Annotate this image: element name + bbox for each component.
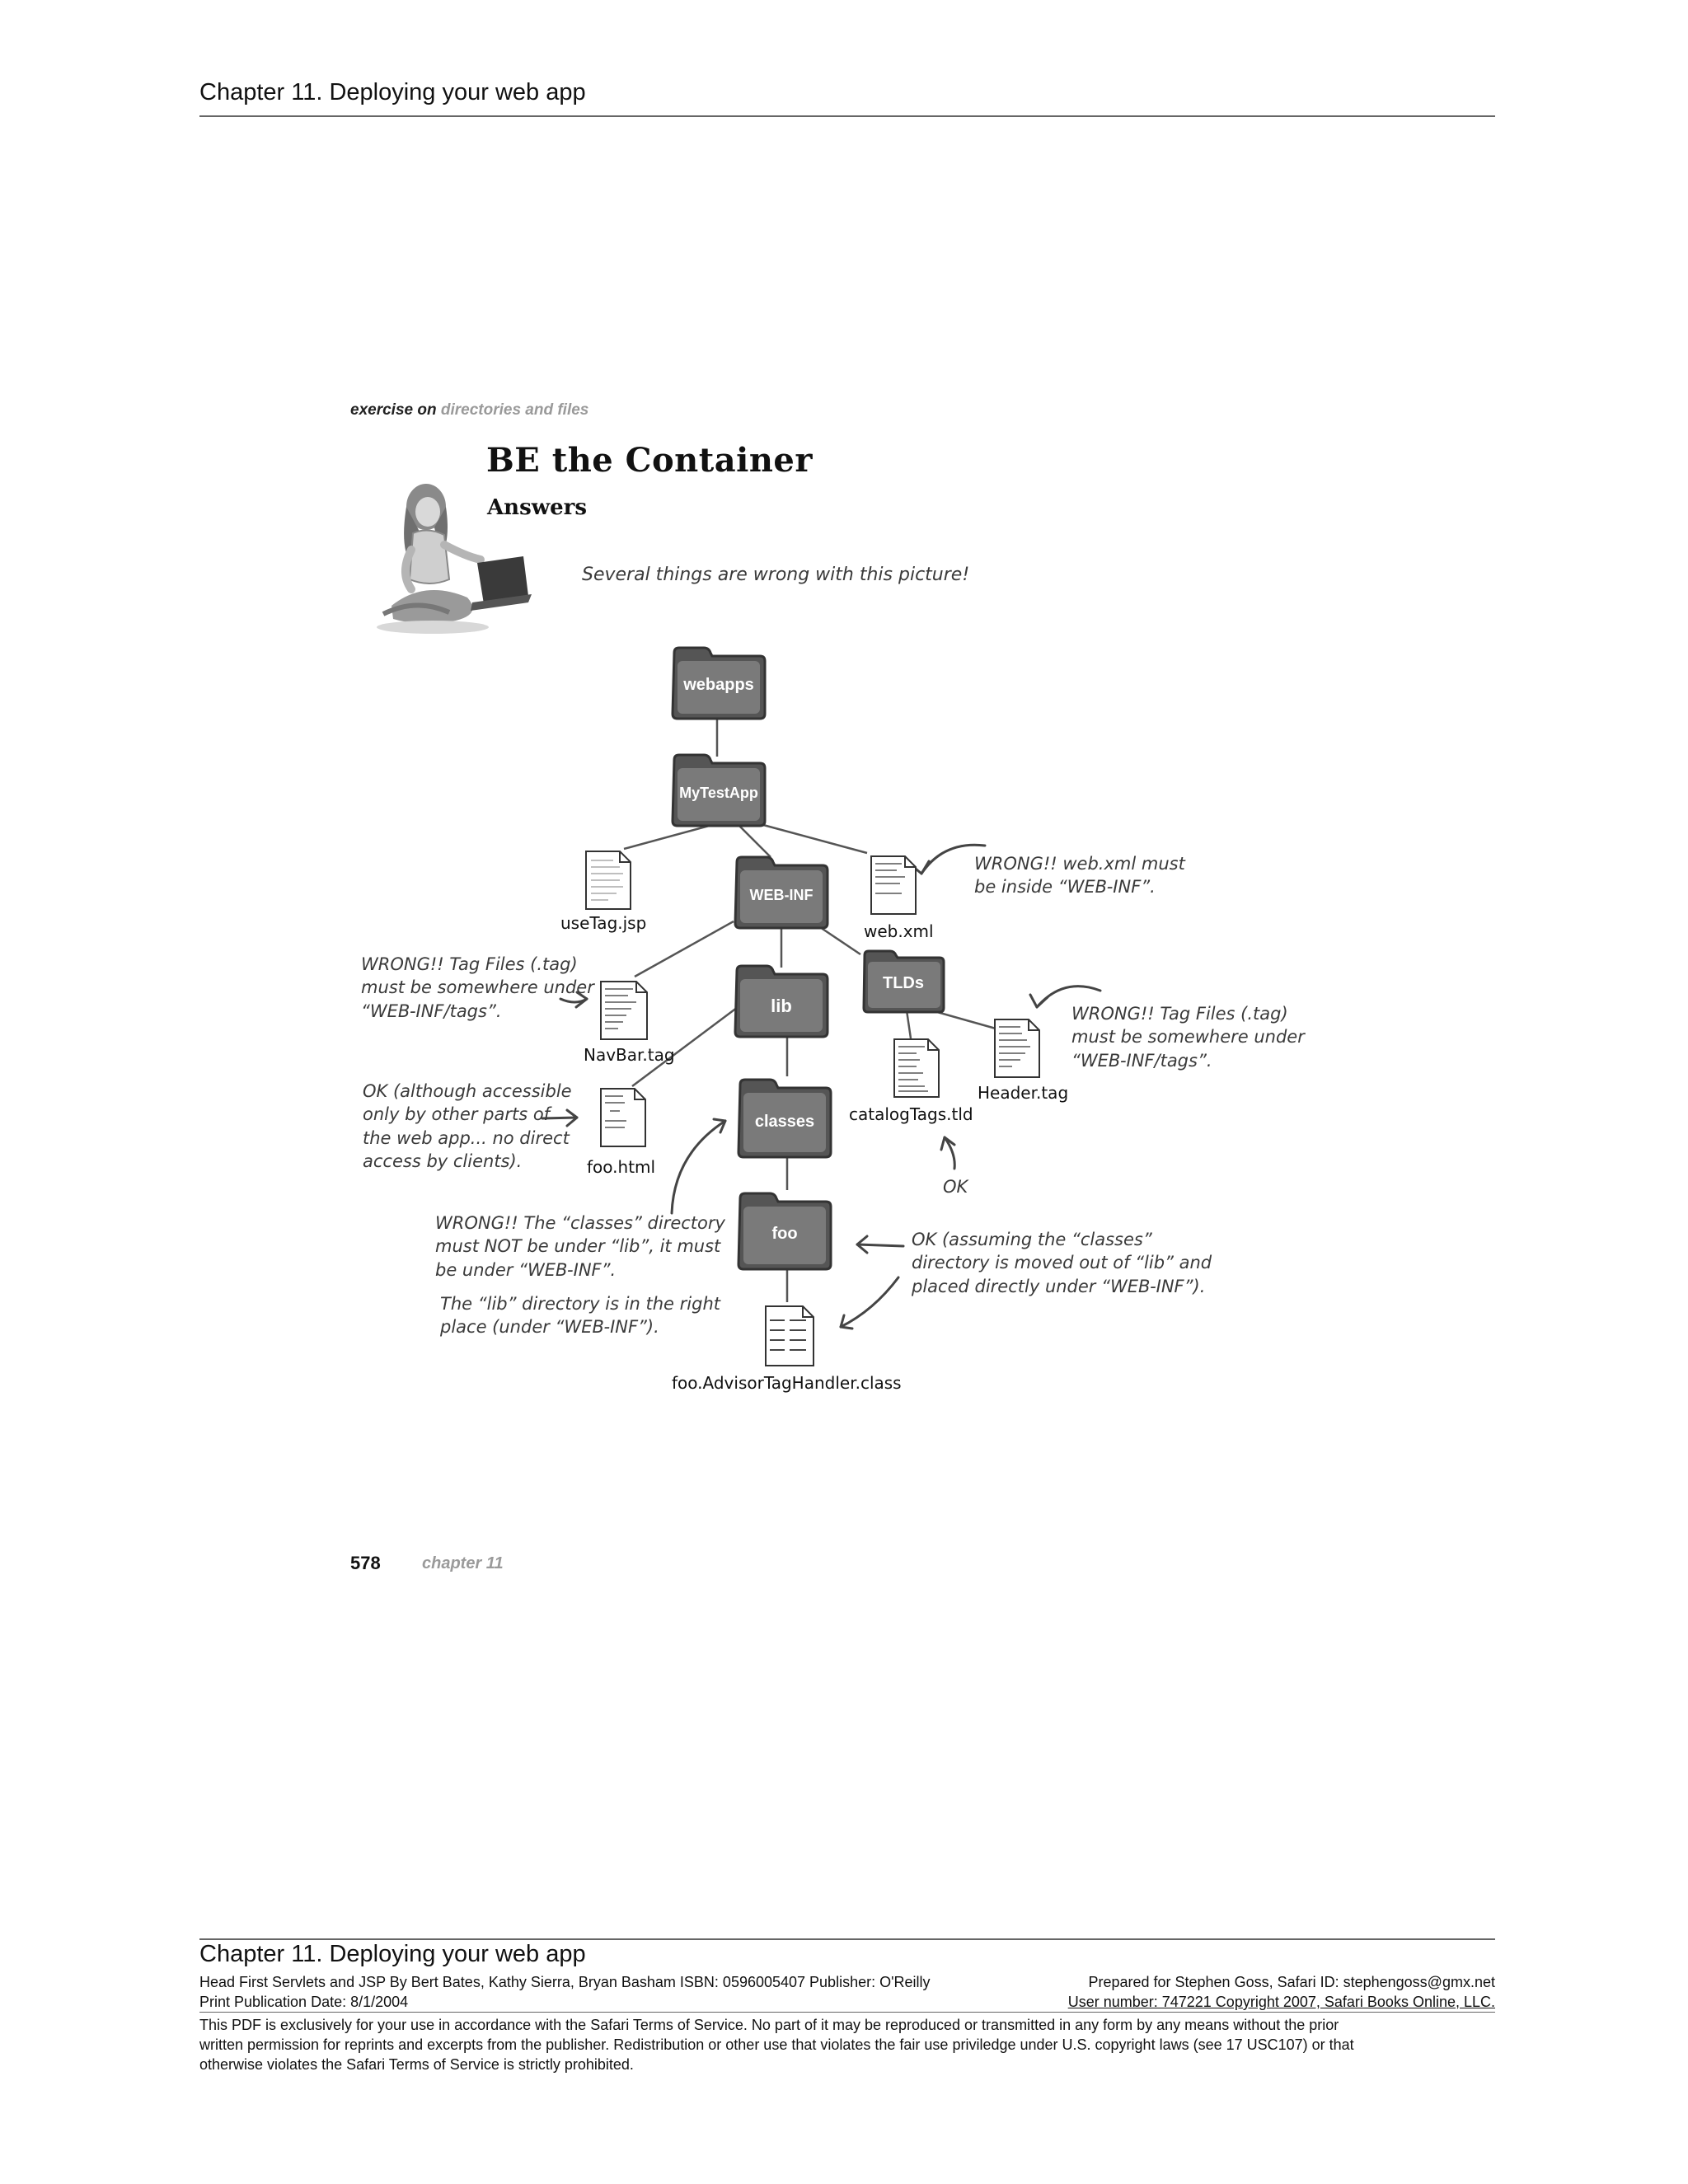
annotation-line: The “lib” directory is in the right — [440, 1292, 720, 1315]
footer-top-rule — [199, 1938, 1495, 1940]
connector-webinf-navbar — [635, 921, 734, 977]
file-label-catalog: catalogTags.tld — [849, 1104, 973, 1124]
annotation-catalog-ok: OK — [943, 1175, 968, 1198]
file-classfile — [763, 1304, 816, 1368]
annotation-line: WRONG!! The “classes” directory — [435, 1212, 725, 1235]
annotation-line: “WEB-INF/tags”. — [1071, 1049, 1305, 1072]
annotation-header-wrong: WRONG!! Tag Files (.tag) must be somewhe… — [1071, 1002, 1305, 1072]
file-header — [992, 1017, 1042, 1080]
annotation-line: must be somewhere under — [1071, 1025, 1305, 1048]
annotation-line: OK (although accessible — [363, 1080, 572, 1103]
annotation-webxml-wrong: WRONG!! web.xml must be inside “WEB-INF”… — [974, 852, 1185, 899]
folder-label: foo — [735, 1225, 834, 1244]
file-navbar — [598, 979, 649, 1042]
document-icon — [892, 1037, 941, 1099]
folder-label: WEB-INF — [732, 887, 831, 904]
annotation-line: must NOT be under “lib”, it must — [435, 1235, 725, 1258]
annotation-navbar-wrong: WRONG!! Tag Files (.tag) must be somewhe… — [361, 953, 594, 1023]
footer-chapter-title: Chapter 11. Deploying your web app — [199, 1941, 586, 1968]
annotation-line: the web app... no direct — [363, 1127, 572, 1150]
arrow-foo — [857, 1244, 903, 1246]
folder-webapps: webapps — [669, 644, 768, 720]
annotation-line: WRONG!! Tag Files (.tag) — [1071, 1002, 1305, 1025]
file-label-usetag: useTag.jsp — [560, 913, 646, 933]
footer-prepared-for: Prepared for Stephen Goss, Safari ID: st… — [1088, 1974, 1495, 1991]
chapter-reference: chapter 11 — [422, 1554, 504, 1573]
annotation-line: access by clients). — [363, 1150, 572, 1173]
footer-legal-line: otherwise violates the Safari Terms of S… — [199, 2055, 1495, 2074]
document-icon — [584, 849, 633, 912]
binary-file-icon — [763, 1304, 816, 1368]
file-label-navbar: NavBar.tag — [584, 1045, 675, 1065]
footer-legal-line: This PDF is exclusively for your use in … — [199, 2015, 1495, 2035]
annotation-line: WRONG!! Tag Files (.tag) — [361, 953, 594, 976]
document-icon — [992, 1017, 1042, 1080]
annotation-lib-ok: The “lib” directory is in the right plac… — [440, 1292, 720, 1339]
folder-mytestapp: MyTestApp — [669, 752, 768, 827]
arrow-header-head — [1030, 995, 1048, 1007]
annotation-line: “WEB-INF/tags”. — [361, 1000, 594, 1023]
folder-lib: lib — [732, 963, 831, 1038]
connector-tlds-catalog — [907, 1010, 911, 1038]
footer-mid-rule — [199, 2012, 1495, 2013]
connector-mytestapp-webinf — [738, 824, 771, 857]
footer-user-number: User number: 747221 Copyright 2007, Safa… — [1068, 1994, 1495, 2011]
folder-label: webapps — [669, 676, 768, 695]
arrow-classes — [672, 1121, 725, 1213]
folder-tlds: TLDs — [860, 948, 946, 1014]
document-icon — [869, 854, 918, 916]
document-icon — [598, 1086, 648, 1149]
connector-mytestapp-webxml — [754, 823, 867, 853]
arrow-classfile — [841, 1277, 898, 1327]
file-label-header: Header.tag — [978, 1083, 1068, 1103]
folder-webinf: WEB-INF — [732, 854, 831, 930]
annotation-line: place (under “WEB-INF”). — [440, 1315, 720, 1338]
folder-foo: foo — [735, 1190, 834, 1271]
annotation-line: OK (assuming the “classes” — [912, 1228, 1212, 1251]
footer-print-date: Print Publication Date: 8/1/2004 — [199, 1994, 408, 2011]
file-label-webxml: web.xml — [864, 921, 934, 941]
annotation-foohtml-ok: OK (although accessible only by other pa… — [363, 1080, 572, 1173]
annotation-line: placed directly under “WEB-INF”). — [912, 1275, 1212, 1298]
annotation-line: WRONG!! web.xml must — [974, 852, 1185, 875]
file-label-foohtml: foo.html — [587, 1157, 655, 1177]
annotation-line: only by other parts of — [363, 1103, 572, 1126]
file-usetag — [584, 849, 633, 912]
page-number: 578 — [350, 1553, 381, 1574]
annotation-line: be under “WEB-INF”. — [435, 1258, 725, 1282]
folder-label: MyTestApp — [669, 785, 768, 802]
footer-legal-line: written permission for reprints and exce… — [199, 2035, 1495, 2055]
file-label-classfile: foo.AdvisorTagHandler.class — [672, 1373, 902, 1393]
footer-book-info: Head First Servlets and JSP By Bert Bate… — [199, 1974, 931, 1991]
file-webxml — [869, 854, 918, 916]
annotation-foo-ok: OK (assuming the “classes” directory is … — [912, 1228, 1212, 1298]
folder-label: lib — [732, 996, 831, 1017]
file-catalog — [892, 1037, 941, 1099]
file-foohtml — [598, 1086, 648, 1149]
document-icon — [598, 979, 649, 1042]
folder-label: TLDs — [860, 974, 946, 993]
annotation-line: directory is moved out of “lib” and — [912, 1251, 1212, 1274]
footer-legal: This PDF is exclusively for your use in … — [199, 2015, 1495, 2074]
annotation-line: be inside “WEB-INF”. — [974, 875, 1185, 898]
folder-label: classes — [735, 1113, 834, 1132]
annotation-classes-wrong: WRONG!! The “classes” directory must NOT… — [435, 1212, 725, 1282]
folder-classes: classes — [735, 1076, 834, 1159]
annotation-line: must be somewhere under — [361, 976, 594, 999]
